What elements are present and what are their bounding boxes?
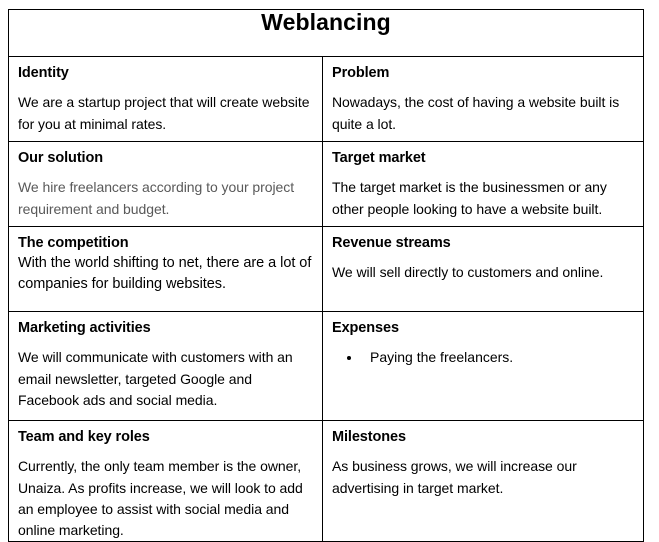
lean-canvas-table: Weblancing Identity We are a startup pro… xyxy=(8,9,644,542)
cell-our-solution: Our solution We hire freelancers accordi… xyxy=(8,141,323,227)
cell-heading-milestones: Milestones xyxy=(332,429,406,445)
page-title: Weblancing xyxy=(261,9,391,35)
cell-heading-problem: Problem xyxy=(332,65,390,81)
cell-milestones: Milestones As business grows, we will in… xyxy=(322,420,644,542)
table-row: The competition With the world shifting … xyxy=(8,226,644,312)
cell-heading-identity: Identity xyxy=(18,65,69,81)
cell-body-marketing-activities: We will communicate with customers with … xyxy=(18,349,293,408)
cell-heading-the-competition: The competition xyxy=(18,235,129,251)
table-title-row: Weblancing xyxy=(8,9,644,57)
cell-heading-team-and-key-roles: Team and key roles xyxy=(18,429,150,445)
cell-the-competition: The competition With the world shifting … xyxy=(8,226,323,312)
cell-body-revenue-streams: We will sell directly to customers and o… xyxy=(332,264,604,281)
cell-body-target-market: The target market is the businessmen or … xyxy=(332,179,607,217)
table-row: Our solution We hire freelancers accordi… xyxy=(8,141,644,227)
cell-identity: Identity We are a startup project that w… xyxy=(8,56,323,142)
cell-body-our-solution: We hire freelancers according to your pr… xyxy=(18,179,295,217)
cell-heading-revenue-streams: Revenue streams xyxy=(332,235,451,251)
cell-marketing-activities: Marketing activities We will communicate… xyxy=(8,311,323,421)
cell-target-market: Target market The target market is the b… xyxy=(322,141,644,227)
cell-team-and-key-roles: Team and key roles Currently, the only t… xyxy=(8,420,323,542)
cell-heading-target-market: Target market xyxy=(332,150,426,166)
cell-body-identity: We are a startup project that will creat… xyxy=(18,94,310,132)
cell-heading-expenses: Expenses xyxy=(332,320,399,336)
cell-problem: Problem Nowadays, the cost of having a w… xyxy=(322,56,644,142)
list-item: Paying the freelancers. xyxy=(362,347,633,368)
cell-body-milestones: As business grows, we will increase our … xyxy=(332,458,577,496)
cell-revenue-streams: Revenue streams We will sell directly to… xyxy=(322,226,644,312)
cell-body-problem: Nowadays, the cost of having a website b… xyxy=(332,94,620,132)
table-row: Identity We are a startup project that w… xyxy=(8,56,644,142)
cell-heading-our-solution: Our solution xyxy=(18,150,103,166)
table-row: Team and key roles Currently, the only t… xyxy=(8,420,644,542)
cell-heading-marketing-activities: Marketing activities xyxy=(18,320,151,336)
expenses-bullet-list: Paying the freelancers. xyxy=(332,347,633,368)
cell-expenses: Expenses Paying the freelancers. xyxy=(322,311,644,421)
cell-body-the-competition: With the world shifting to net, there ar… xyxy=(18,255,312,292)
cell-body-team-and-key-roles: Currently, the only team member is the o… xyxy=(18,458,303,539)
table-row: Marketing activities We will communicate… xyxy=(8,311,644,421)
title-cell: Weblancing xyxy=(8,9,644,57)
